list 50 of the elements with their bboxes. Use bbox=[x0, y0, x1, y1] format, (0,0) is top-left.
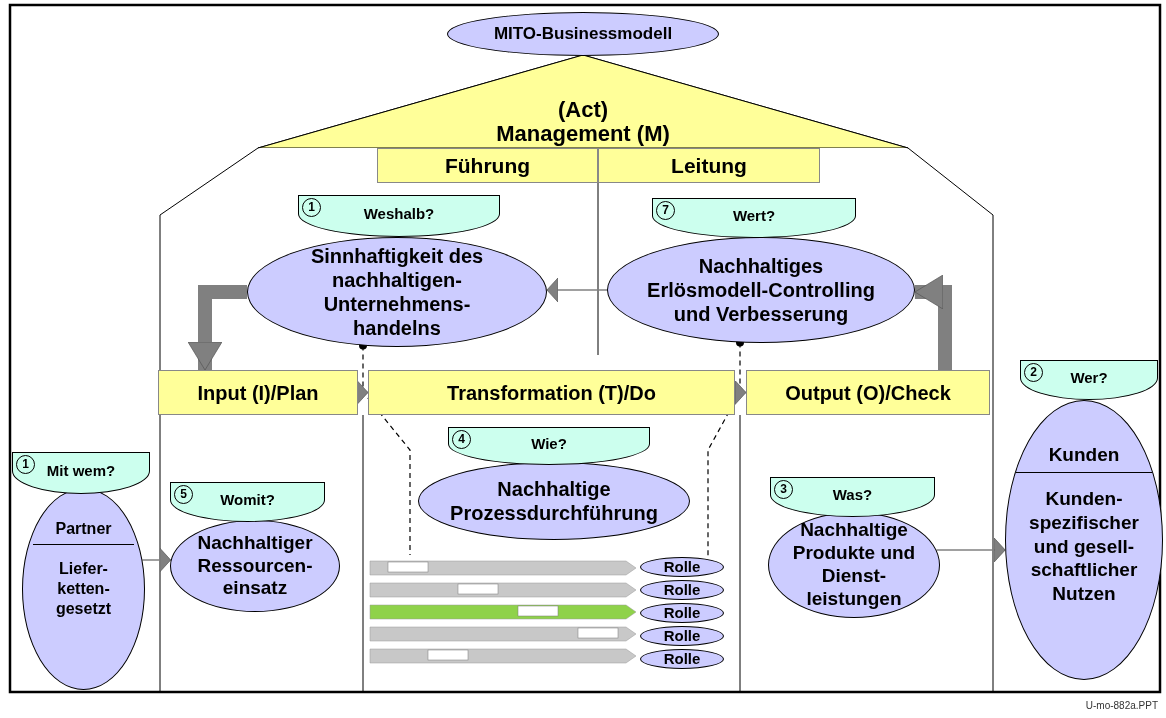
roof-title: Management (M) bbox=[496, 121, 670, 146]
header-box bbox=[368, 370, 735, 415]
question-tab bbox=[298, 195, 500, 237]
node-text: Sinnhaftigkeit des nachhaltigen- Unternehmens- handelns bbox=[309, 244, 485, 340]
header-box bbox=[746, 370, 990, 415]
node-title: Kunden bbox=[1016, 444, 1152, 474]
question-tab bbox=[170, 482, 325, 522]
node-text: MITO-Businessmodell bbox=[493, 23, 673, 45]
node-text: Rolle bbox=[663, 650, 701, 668]
bent-arrow bbox=[914, 274, 952, 370]
question-label: Womit? bbox=[220, 490, 275, 508]
header-label: Output (O)/Check bbox=[785, 380, 951, 405]
question-tab bbox=[652, 198, 856, 238]
header-label: Führung bbox=[444, 152, 531, 179]
header-label: Leitung bbox=[671, 152, 747, 179]
question-label: Wer? bbox=[1070, 368, 1108, 386]
chevron-arrow bbox=[734, 380, 747, 405]
roof-triangle bbox=[258, 55, 908, 148]
header-label: Input (I)/Plan bbox=[197, 380, 319, 405]
question-label: Was? bbox=[832, 485, 873, 503]
bent-arrow bbox=[187, 285, 247, 371]
node-text: Rolle bbox=[663, 604, 701, 622]
chevron-arrow bbox=[935, 537, 1006, 563]
question-label: Weshalb? bbox=[363, 204, 435, 222]
header-box bbox=[158, 370, 358, 415]
question-tab bbox=[12, 452, 150, 494]
question-tab bbox=[1020, 360, 1158, 400]
question-tab bbox=[448, 427, 650, 465]
node-text: Liefer- ketten- gesetzt bbox=[54, 558, 113, 619]
question-tab bbox=[770, 477, 935, 517]
header-box bbox=[598, 148, 820, 183]
chevron-arrow bbox=[546, 277, 608, 303]
question-label: Mit wem? bbox=[46, 461, 116, 479]
node-text: Nachhaltige Produkte und Dienst- leistungen bbox=[791, 519, 917, 611]
node-text: Rolle bbox=[663, 627, 701, 645]
question-label: Wie? bbox=[531, 434, 567, 452]
header-label: Transformation (T)/Do bbox=[447, 380, 656, 405]
node-text: Rolle bbox=[663, 581, 701, 599]
node-text: Kunden- spezifischer und gesell- schaftlicher Nutzen bbox=[1028, 487, 1140, 606]
chevron-arrow bbox=[356, 380, 369, 405]
node-title: Partner bbox=[33, 519, 134, 545]
node-text: Nachhaltiges Erlösmodell-Controlling und Verbesserung bbox=[646, 254, 876, 326]
file-reference: U-mo-882a.PPT bbox=[1085, 700, 1158, 711]
question-label: Wert? bbox=[732, 206, 776, 224]
node-text: Nachhaltiger Ressourcen- einsatz bbox=[196, 531, 314, 601]
node-text: Nachhaltige Prozessdurchführung bbox=[449, 477, 659, 525]
roof-title: (Act) bbox=[557, 97, 609, 122]
node-text: Rolle bbox=[663, 558, 701, 576]
chevron-arrow bbox=[141, 547, 172, 573]
header-box bbox=[377, 148, 598, 183]
